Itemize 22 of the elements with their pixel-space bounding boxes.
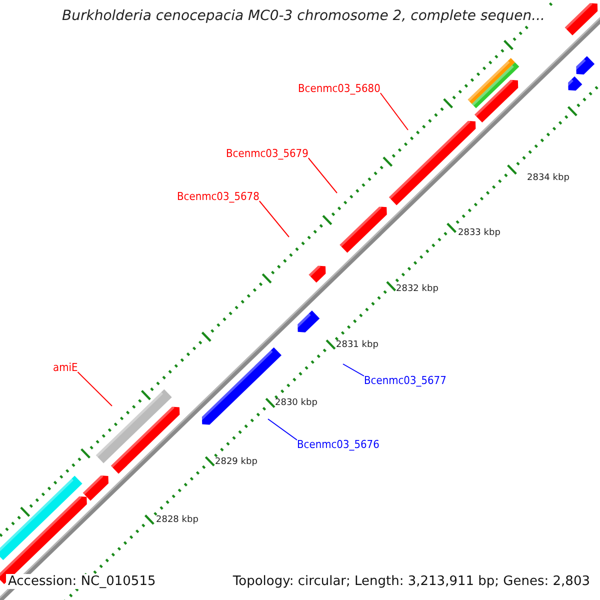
leader-line <box>308 158 338 194</box>
tick-label: 2834 kbp <box>527 173 570 183</box>
summary-text: Topology: circular; Length: 3,213,911 bp; Genes: 2,803 <box>230 574 592 589</box>
leader-line <box>77 372 112 406</box>
tick-label: 2828 kbp <box>156 515 198 525</box>
gene-label: Bcenmc03_5679 <box>226 147 308 160</box>
tick-label: 2830 kbp <box>275 398 318 408</box>
title: Burkholderia cenocepacia MC0-3 chromosome 2, complete sequen... <box>60 8 547 24</box>
gene-label: Bcenmc03_5677 <box>364 374 446 387</box>
leader-line <box>258 200 290 238</box>
leader-line <box>380 92 408 130</box>
gene-label: Bcenmc03_5680 <box>298 82 380 95</box>
tick-label: 2831 kbp <box>336 340 378 350</box>
tick-label: 2829 kbp <box>215 457 258 467</box>
gene-label: Bcenmc03_5676 <box>297 438 380 451</box>
tick-label: 2833 kbp <box>458 228 500 238</box>
gene-label: Bcenmc03_5678 <box>177 190 260 203</box>
accession-text: Accession: NC_010515 <box>6 574 158 589</box>
tick-label: 2832 kbp <box>396 284 438 294</box>
leader-line <box>268 418 298 440</box>
leader-line <box>342 364 364 376</box>
gene-label: amiE <box>53 361 78 374</box>
